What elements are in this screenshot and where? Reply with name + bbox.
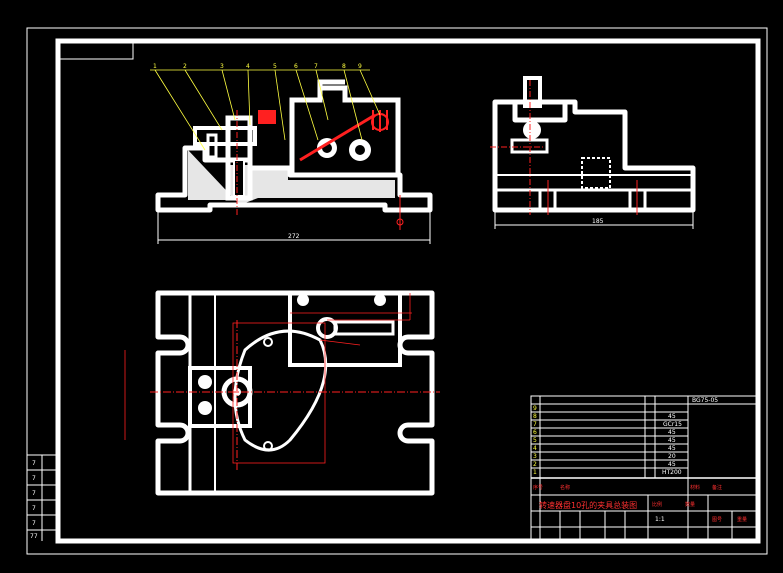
part-no: 7 xyxy=(533,421,537,428)
left-strip-cell: 7 xyxy=(32,490,36,497)
part-no: 6 xyxy=(533,429,537,436)
quantity-label: 数量 xyxy=(685,501,695,508)
sheet-inner-frame xyxy=(55,38,761,544)
part-no: 3 xyxy=(533,453,537,460)
side-view xyxy=(490,76,696,229)
left-strip-cell: 7 xyxy=(32,475,36,482)
front-view xyxy=(150,69,433,244)
balloon-2: 2 xyxy=(183,63,187,70)
part-material: 45 xyxy=(668,437,676,444)
part-no: 1 xyxy=(533,469,537,476)
left-strip-cell: 77 xyxy=(30,533,38,540)
scale-label: 比例 xyxy=(652,501,662,508)
balloon-9: 9 xyxy=(358,63,362,70)
part-no: 5 xyxy=(533,437,537,444)
left-strip-cell: 7 xyxy=(32,460,36,467)
balloon-3: 3 xyxy=(220,63,224,70)
part-no: 4 xyxy=(533,445,537,452)
material-header: 材料 xyxy=(690,484,700,491)
balloon-6: 6 xyxy=(294,63,298,70)
part-material: HT200 xyxy=(662,469,682,476)
left-strip-cell: 7 xyxy=(32,505,36,512)
balloon-1: 1 xyxy=(153,63,157,70)
balloon-labels: 1 2 3 4 5 6 7 8 9 xyxy=(153,63,362,70)
weight-label: 重量 xyxy=(737,516,747,523)
part-material: 45 xyxy=(668,429,676,436)
part-material: GCr15 xyxy=(663,421,682,428)
remark-header: 备注 xyxy=(712,484,722,491)
part-no: 8 xyxy=(533,413,537,420)
sheet-label: 图号 xyxy=(712,517,722,523)
part-no: 2 xyxy=(533,461,537,468)
side-width-dimension: 185 xyxy=(592,218,604,225)
balloon-4: 4 xyxy=(246,63,250,70)
top-view xyxy=(124,290,440,496)
title-block-lines xyxy=(530,395,759,542)
title-block-text: BG75-05 9 8 45 7 GCr15 6 45 5 45 4 45 3 … xyxy=(533,397,747,523)
drawing-title: 转速器盘10孔的夹具总装图 xyxy=(539,500,637,510)
balloon-8: 8 xyxy=(342,63,346,70)
corner-label-box xyxy=(57,40,134,60)
part-no: 9 xyxy=(533,405,537,412)
left-strip: 7 7 7 7 7 77 xyxy=(27,454,58,541)
balloon-5: 5 xyxy=(273,63,277,70)
sheet-outer-frame xyxy=(26,27,768,555)
part-material: 45 xyxy=(668,461,676,468)
name-header: 名称 xyxy=(560,484,570,491)
part-material: 20 xyxy=(668,453,676,460)
seq-header: 序号 xyxy=(533,484,543,491)
part-material: 45 xyxy=(668,413,676,420)
balloon-7: 7 xyxy=(314,63,318,70)
drawing-number: BG75-05 xyxy=(692,397,718,404)
part-material: 45 xyxy=(668,445,676,452)
front-width-dimension: 272 xyxy=(288,233,300,240)
scale-value: 1:1 xyxy=(655,516,665,523)
left-strip-cell: 7 xyxy=(32,520,36,527)
